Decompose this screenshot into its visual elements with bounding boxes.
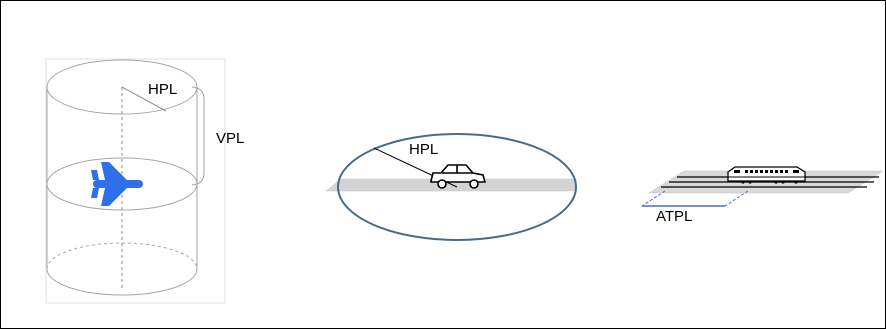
train-icon xyxy=(727,166,806,184)
cylinder-bottom-front xyxy=(46,268,198,296)
car-icon xyxy=(430,164,487,189)
atpl-left-projection xyxy=(641,190,666,207)
road-panel: HPL xyxy=(325,133,577,241)
rail-panel: ATPL xyxy=(641,166,884,225)
aviation-panel-box xyxy=(45,58,226,304)
hpl-label-road: HPL xyxy=(409,141,438,158)
atpl-right-projection xyxy=(724,190,749,207)
vpl-brace xyxy=(191,86,205,186)
hpl-radius-line xyxy=(121,86,167,112)
cylinder-bottom-back xyxy=(46,242,198,270)
vpl-label: VPL xyxy=(216,130,244,147)
hpl-label-aviation: HPL xyxy=(148,81,177,98)
road-ground-plane xyxy=(325,178,577,192)
airplane-icon xyxy=(91,162,143,206)
atpl-label: ATPL xyxy=(656,208,692,225)
aviation-panel: HPL VPL xyxy=(45,58,244,304)
road-protection-ellipse xyxy=(337,133,577,241)
